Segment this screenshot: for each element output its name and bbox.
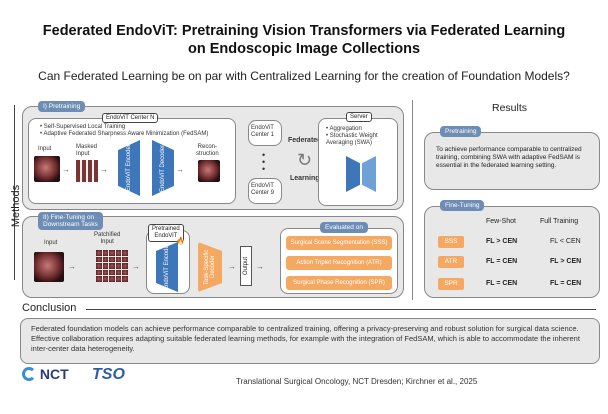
bullet-fedsam: • Adaptive Federated Sharpness Aware Min… <box>40 131 209 137</box>
research-question: Can Federated Learning be on par with Ce… <box>38 69 570 83</box>
col-full-training: Full Training <box>540 218 579 225</box>
arrow-icon: → <box>228 262 236 271</box>
methods-label: Methods <box>10 184 22 228</box>
patchified-label: Patchified Input <box>94 232 121 245</box>
bullet-swa-text: Stochastic Weight Averaging (SWA) <box>326 133 378 146</box>
results-divider <box>412 100 413 300</box>
title-line-2: on Endoscopic Image Collections <box>187 41 421 57</box>
bullet-ssl-text: Self-Supervised Local Training <box>43 124 126 130</box>
arrow-icon: → <box>62 165 70 174</box>
result-spr-few: FL = CEN <box>486 280 518 287</box>
results-pretraining-text: To achieve performance comparable to cen… <box>436 146 582 169</box>
decoder-label: EndoViT Decoder <box>160 144 166 192</box>
bullet-ssl: • Self-Supervised Local Training <box>40 124 126 130</box>
server-encoder-shape <box>346 156 360 192</box>
center-1-box: EndoViT Center 1 <box>248 120 282 146</box>
pretraining-tag: I) Pretraining <box>38 101 86 112</box>
server-decoder-shape <box>362 156 376 192</box>
poster-title: Federated EndoViT: Pretraining Vision Tr… <box>0 22 608 58</box>
output-label: Output <box>243 257 249 276</box>
bullet-fedsam-text: Adaptive Federated Sharpness Aware Minim… <box>43 131 209 137</box>
task-atr: Action Triplet Recognition (ATR) <box>286 256 392 270</box>
arrow-icon: → <box>132 262 140 271</box>
federated-label: Federated <box>288 137 322 144</box>
finetuning-tag: II) Fine-Tuning on Downstream Tasks <box>38 212 103 230</box>
bullet-aggregation-text: Aggregation <box>329 126 362 132</box>
learning-label: Learning <box>290 175 320 182</box>
tso-logo: TSO <box>92 366 125 383</box>
server-bullets: • Aggregation • Stochastic Weight Averag… <box>326 126 378 147</box>
input-label: Input <box>38 146 52 152</box>
nct-logo: NCT <box>22 366 69 382</box>
arrow-icon: → <box>100 165 108 174</box>
cycle-arrows-icon: ↻ <box>297 150 313 170</box>
center-1-label: EndoViT Center 1 <box>251 125 275 138</box>
patchified-grid <box>96 250 128 282</box>
nct-logo-text: NCT <box>39 366 69 382</box>
result-task-spr: SPR <box>438 278 464 290</box>
output-box: Output <box>240 246 252 286</box>
pretraining-bullets: • Self-Supervised Local Training • Adapt… <box>40 124 208 138</box>
title-line-1: Federated EndoViT: Pretraining Vision Tr… <box>42 23 566 39</box>
center-9-box: EndoViT Center 9 <box>248 178 282 204</box>
ft-input-label: Input <box>44 240 58 246</box>
masked-image <box>76 160 98 182</box>
results-pretraining-panel <box>424 132 600 190</box>
result-sss-few: FL > CEN <box>486 238 518 245</box>
result-atr-few: FL = CEN <box>486 258 518 265</box>
task-spr: Surgical Phase Recognition (SPR) <box>286 276 392 290</box>
result-sss-full: FL < CEN <box>550 238 581 245</box>
masked-label: Masked Input <box>76 144 98 157</box>
server-box <box>318 118 398 206</box>
evaluated-on-tag: Evaluated on <box>320 222 368 233</box>
task-sss: Surgical Scene Segmentation (SSS) <box>286 236 392 250</box>
pretrained-label: Pretrained EndoViT <box>148 224 184 242</box>
server-label: Server <box>346 112 372 122</box>
ft-encoder-label: EndoViT Encoder <box>164 243 170 291</box>
result-task-sss: SSS <box>438 236 464 248</box>
center-9-label: EndoViT Center 9 <box>251 183 275 196</box>
reconstruction-image <box>198 160 220 182</box>
nct-logo-icon <box>22 367 36 381</box>
encoder-label: EndoViT Encoder <box>126 144 132 192</box>
arrow-icon: → <box>256 262 264 271</box>
reconstruction-label: Recon- struction <box>196 144 219 157</box>
result-spr-full: FL = CEN <box>550 280 582 287</box>
arrow-icon: → <box>68 262 76 271</box>
input-image <box>34 156 60 182</box>
center-n-label: EndoViT Center N <box>102 113 159 123</box>
bullet-aggregation: • Aggregation <box>326 126 362 132</box>
result-task-atr: ATR <box>438 256 464 268</box>
bullet-swa: • Stochastic Weight Averaging (SWA) <box>326 133 378 146</box>
conclusion-divider <box>86 309 596 310</box>
results-pretraining-tag: Pretraining <box>440 126 482 137</box>
conclusion-text: Federated foundation models can achieve … <box>20 318 600 364</box>
task-decoder-label: Task-Specific Decoder <box>204 249 216 285</box>
col-few-shot: Few-Shot <box>486 218 516 225</box>
ft-input-image <box>34 252 64 282</box>
methods-divider <box>14 105 15 280</box>
footer-citation: Translational Surgical Oncology, NCT Dre… <box>236 377 478 386</box>
arrow-icon: → <box>176 165 184 174</box>
flame-icon: 🔥 <box>176 238 185 245</box>
conclusion-label: Conclusion <box>22 302 77 314</box>
results-finetuning-tag: Fine-Tuning <box>440 200 485 211</box>
results-title: Results <box>492 102 528 114</box>
ellipsis-icon: ••• <box>262 150 266 174</box>
result-atr-full: FL > CEN <box>550 258 582 265</box>
